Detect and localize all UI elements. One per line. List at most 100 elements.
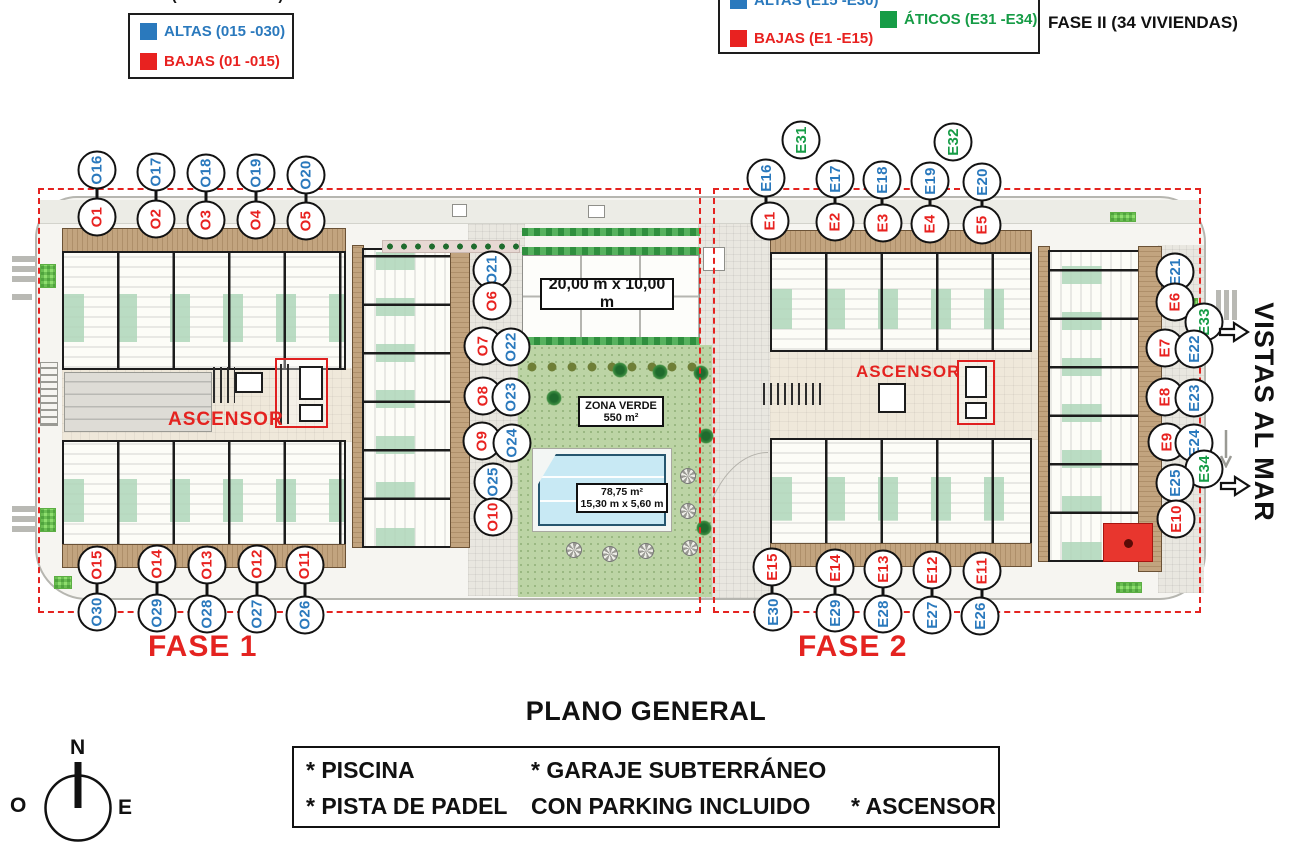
arrow-right-icon bbox=[1218, 320, 1250, 344]
marker-connector bbox=[930, 588, 934, 597]
legend-label: ALTAS (E15 -E30) bbox=[754, 0, 879, 9]
elevator-box-fase2 bbox=[878, 383, 906, 413]
compass-west-label: O bbox=[10, 794, 27, 817]
unit-marker-label: O24 bbox=[503, 428, 521, 458]
unit-marker-label: E7 bbox=[1156, 338, 1174, 358]
unit-marker-O27: O27 bbox=[237, 594, 277, 634]
unit-marker-label: E6 bbox=[1166, 292, 1184, 312]
unit-marker-O16: O16 bbox=[77, 150, 117, 190]
fase1-upper-building bbox=[62, 251, 346, 370]
unit-marker-O6: O6 bbox=[472, 281, 512, 321]
unit-marker-label: E2 bbox=[826, 212, 844, 232]
road-mark bbox=[12, 276, 36, 282]
unit-marker-E13: E13 bbox=[863, 549, 903, 589]
unit-marker-label: E19 bbox=[921, 167, 939, 195]
legend-label: BAJAS (01 -015) bbox=[164, 53, 280, 70]
umbrella-icon bbox=[680, 468, 696, 484]
fase2-upper-building bbox=[770, 252, 1032, 352]
unit-marker-E15: E15 bbox=[752, 547, 792, 587]
unit-marker-label: E8 bbox=[1156, 387, 1174, 407]
unit-marker-label: O11 bbox=[296, 550, 314, 580]
padel-hedge-outer bbox=[522, 228, 700, 236]
unit-marker-label: E32 bbox=[944, 128, 962, 156]
marker-connector bbox=[770, 585, 774, 594]
pool-dims-label: 15,30 m x 5,60 m bbox=[580, 498, 664, 510]
utility-red-box bbox=[1103, 523, 1153, 562]
amenity-garaje: * GARAJE SUBTERRÁNEO bbox=[531, 756, 827, 783]
perimeter-road bbox=[40, 200, 1201, 224]
unit-marker-label: O16 bbox=[88, 155, 106, 185]
pool-area-label: 78,75 m² bbox=[600, 486, 644, 498]
umbrella-icon bbox=[566, 542, 582, 558]
unit-marker-label: O20 bbox=[297, 160, 315, 190]
unit-marker-O3: O3 bbox=[186, 200, 226, 240]
unit-marker-O17: O17 bbox=[136, 152, 176, 192]
unit-marker-label: E25 bbox=[1166, 469, 1184, 497]
unit-marker-E27: E27 bbox=[912, 595, 952, 635]
unit-marker-label: O23 bbox=[502, 382, 520, 412]
legend-label: ÁTICOS (E31 -E34) bbox=[904, 11, 1038, 28]
unit-marker-label: O30 bbox=[88, 597, 106, 627]
unit-marker-O4: O4 bbox=[236, 200, 276, 240]
unit-marker-label: E29 bbox=[826, 599, 844, 627]
legend-fase1-box: ALTAS (015 -030) BAJAS (01 -015) bbox=[128, 13, 294, 79]
umbrella-icon bbox=[638, 543, 654, 559]
compass-north-label: N bbox=[70, 736, 86, 759]
unit-marker-E14: E14 bbox=[815, 548, 855, 588]
road-mark bbox=[12, 266, 36, 272]
unit-marker-O14: O14 bbox=[137, 544, 177, 584]
arrow-right-icon bbox=[1219, 474, 1251, 498]
unit-marker-O10: O10 bbox=[473, 497, 513, 537]
unit-marker-label: O19 bbox=[247, 158, 265, 188]
unit-marker-E5: E5 bbox=[962, 205, 1002, 245]
marker-connector bbox=[881, 587, 885, 596]
road-mark bbox=[12, 506, 36, 512]
marker-connector bbox=[980, 200, 984, 207]
padel-dims-box: 20,00 m x 10,00 m bbox=[540, 276, 674, 311]
unit-marker-E22: E22 bbox=[1174, 329, 1214, 369]
stair-box-fase1 bbox=[235, 372, 263, 393]
unit-marker-label: O5 bbox=[297, 210, 315, 232]
hedge-square bbox=[1116, 582, 1142, 593]
aticos-color-swatch bbox=[880, 11, 897, 28]
legend-item-bajas-f2: BAJAS (E1 -E15) bbox=[730, 30, 873, 47]
unit-marker-E25: E25 bbox=[1155, 463, 1195, 503]
unit-marker-label: O15 bbox=[88, 550, 106, 580]
unit-marker-O20: O20 bbox=[286, 155, 326, 195]
unit-marker-label: O14 bbox=[148, 549, 166, 579]
fase2-right-building bbox=[1048, 250, 1140, 562]
legend-fase1-title: FASE I (30 VIVIENDAS) bbox=[120, 0, 340, 4]
unit-marker-label: E15 bbox=[763, 553, 781, 581]
unit-marker-O29: O29 bbox=[137, 593, 177, 633]
hedge-square bbox=[40, 508, 56, 532]
fase1-label: FASE 1 bbox=[148, 630, 258, 663]
unit-marker-label: O7 bbox=[474, 335, 492, 357]
unit-marker-label: O6 bbox=[483, 290, 501, 312]
unit-marker-E3: E3 bbox=[863, 203, 903, 243]
unit-marker-E1: E1 bbox=[750, 201, 790, 241]
unit-marker-label: E18 bbox=[873, 166, 891, 194]
hedge-square bbox=[40, 264, 56, 288]
fase2-label: FASE 2 bbox=[798, 630, 908, 663]
legend-label: ALTAS (015 -030) bbox=[164, 23, 286, 40]
unit-marker-label: O22 bbox=[502, 332, 520, 362]
road-mark bbox=[12, 526, 36, 532]
unit-marker-O24: O24 bbox=[492, 423, 532, 463]
unit-marker-label: O8 bbox=[474, 385, 492, 407]
unit-marker-label: E9 bbox=[1158, 432, 1176, 452]
elevator-car bbox=[965, 402, 987, 419]
ascensor-label-fase1: ASCENSOR bbox=[168, 409, 284, 430]
unit-marker-E23: E23 bbox=[1174, 378, 1214, 418]
unit-marker-O22: O22 bbox=[491, 327, 531, 367]
unit-marker-O25: O25 bbox=[473, 462, 513, 502]
marker-connector bbox=[255, 582, 259, 596]
fase1-lower-building bbox=[62, 440, 346, 547]
crosswalk-hatch bbox=[40, 362, 58, 426]
altas-color-swatch bbox=[140, 23, 157, 40]
utility-mark bbox=[1124, 539, 1133, 548]
legend-fase2-box: ALTAS (E15 -E30) BAJAS (E1 -E15) ÁTICOS … bbox=[718, 0, 1040, 54]
unit-marker-label: E34 bbox=[1195, 455, 1213, 483]
marker-connector bbox=[980, 589, 984, 598]
ascensor-label-fase2: ASCENSOR bbox=[856, 362, 961, 381]
